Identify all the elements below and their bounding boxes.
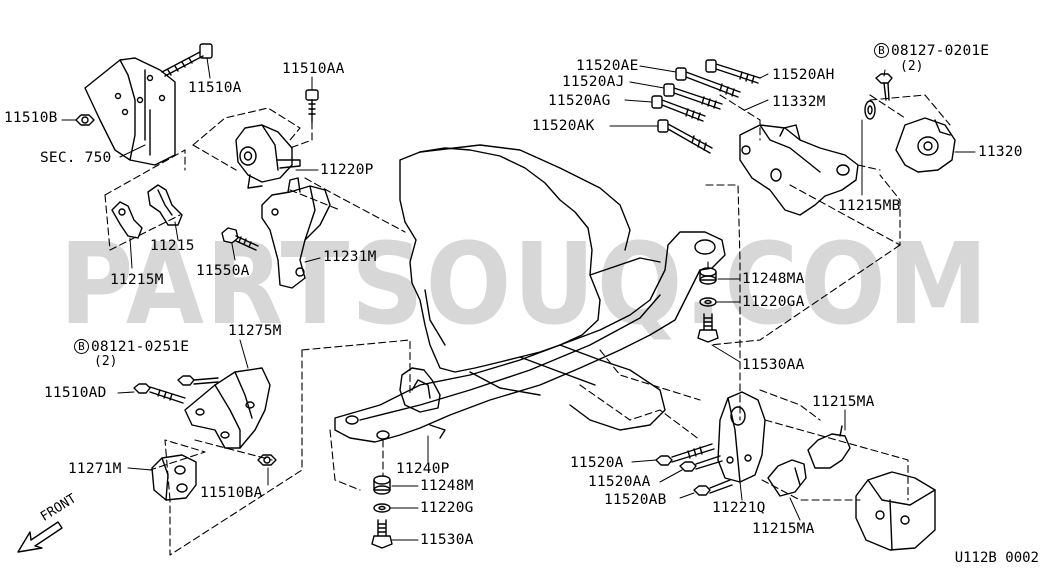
bolts-11520-lower: [655, 443, 733, 496]
callout-08121-qty: (2): [94, 354, 118, 369]
bolt-11510A: [161, 43, 213, 77]
callout-11510BA: 11510BA: [200, 485, 263, 501]
stopper-11215MA-top: [807, 425, 851, 469]
callout-11520AA: 11520AA: [588, 474, 651, 490]
bolts-08121-0251E: [177, 375, 219, 386]
callout-11550A: 11550A: [196, 263, 250, 279]
callout-11220GA: 11220GA: [742, 294, 805, 310]
callout-11220P: 11220P: [320, 162, 374, 178]
body-side-bracket: [855, 471, 936, 551]
callout-11520AB: 11520AB: [604, 492, 667, 508]
bracket-11231M: [261, 177, 331, 289]
washer-11248M: [373, 475, 391, 495]
callout-08127-qty: (2): [900, 59, 924, 74]
callout-11520AG: 11520AG: [548, 93, 611, 109]
callout-11530A: 11530A: [420, 532, 474, 548]
callout-11275M: 11275M: [228, 323, 282, 339]
callout-11332M: 11332M: [772, 94, 826, 110]
bracket-11332M: [739, 124, 859, 216]
callout-11271M: 11271M: [68, 461, 122, 477]
callout-11220G: 11220G: [420, 500, 474, 516]
bolt-11530A: [371, 519, 393, 549]
callout-11520AH: 11520AH: [772, 67, 835, 83]
callout-11530AA: 11530AA: [742, 357, 805, 373]
callout-11520A: 11520A: [570, 455, 624, 471]
callout-11510B: 11510B: [4, 110, 58, 126]
bolt-11510AD: [133, 383, 186, 404]
crossmember-11240P: [334, 231, 726, 443]
callout-11248M: 11248M: [420, 478, 474, 494]
callout-11240P: 11240P: [396, 461, 450, 477]
callout-11520AE: 11520AE: [576, 58, 639, 74]
bolt-11550A: [221, 227, 259, 251]
stopper-11215M: [111, 201, 143, 239]
stopper-11215MA-bottom: [767, 459, 807, 497]
callout-11215MA-bottom: 11215MA: [752, 521, 815, 537]
callout-11510A: 11510A: [188, 80, 242, 96]
insulator-11220P: [235, 124, 301, 189]
callout-11215: 11215: [150, 238, 195, 254]
callout-11320: 11320: [978, 144, 1023, 160]
bolt-11530AA: [697, 313, 719, 343]
washer-11215MB: [864, 100, 876, 120]
callout-11510AA: 11510AA: [282, 61, 345, 77]
watermark: PARTSOUQ.COM: [59, 220, 990, 350]
washer-11220GA: [699, 297, 717, 307]
callout-11215M: 11215M: [110, 272, 164, 288]
callout-11215MA-top: 11215MA: [812, 394, 875, 410]
drawing-code: U112B 0002: [954, 550, 1039, 566]
leader-lines: [61, 57, 976, 541]
callout-11231M: 11231M: [323, 249, 377, 265]
callout-11248MA: 11248MA: [742, 271, 805, 287]
bolt-marker-icon: B: [874, 43, 889, 58]
washer-11248MA: [699, 267, 717, 285]
front-arrow-icon: [17, 521, 63, 553]
callout-11520AK: 11520AK: [532, 118, 595, 134]
nut-11510B: [75, 114, 95, 126]
washer-11220G: [373, 503, 391, 513]
body-bracket-sec750: [84, 57, 176, 166]
bolt-08127-0201E: [875, 73, 893, 101]
callout-11510AD: 11510AD: [44, 385, 107, 401]
callout-11221Q: 11221Q: [712, 500, 766, 516]
callout-sec-750: SEC. 750: [40, 150, 112, 166]
bolt-11510AA: [305, 89, 319, 123]
stopper-11215: [147, 184, 183, 226]
bolts-11520-upper: [651, 59, 761, 154]
bracket-11275M: [184, 367, 271, 449]
bolt-marker-icon: B: [74, 339, 89, 354]
insulator-11320: [895, 117, 956, 173]
bracket-11221Q: [717, 391, 766, 483]
callout-11215MB: 11215MB: [838, 198, 901, 214]
callout-11520AJ: 11520AJ: [562, 74, 625, 90]
assembly-dashed-lines: [104, 94, 951, 556]
